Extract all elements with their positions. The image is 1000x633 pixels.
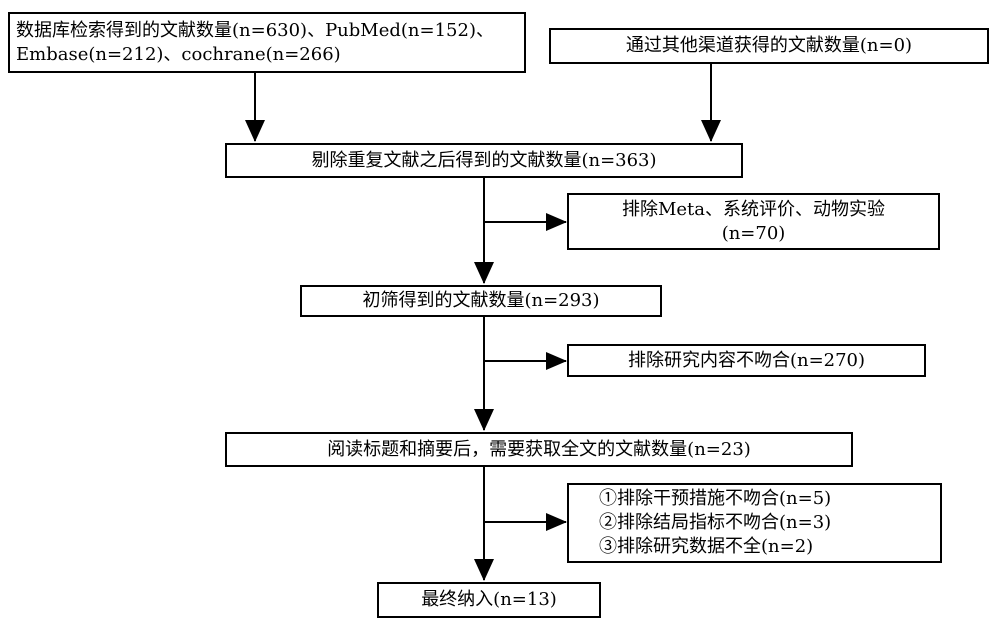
after-dedup-text: 剔除重复文献之后得到的文献数量(n=363) <box>311 149 657 171</box>
database-line-2: Embase(n=212)、cochrane(n=266) <box>16 43 341 65</box>
excluded-fulltext-line-3: ③排除研究数据不全(n=2) <box>599 536 814 557</box>
arrowhead-fulltext-to-final <box>474 559 494 581</box>
arrowhead-other-to-dedup <box>701 120 721 142</box>
box-other-sources: 通过其他渠道获得的文献数量(n=0) <box>549 28 989 64</box>
excluded-fulltext-line-1: ①排除干预措施不吻合(n=5) <box>599 488 832 509</box>
arrowhead-database-to-dedup <box>245 120 265 142</box>
box-database-search: 数据库检索得到的文献数量(n=630)、PubMed(n=152)、 Embas… <box>8 12 526 73</box>
box-excluded-meta: 排除Meta、系统评价、动物实验 (n=70) <box>567 193 940 250</box>
excluded-fulltext-line-2: ②排除结局指标不吻合(n=3) <box>599 512 832 533</box>
database-line-1: 数据库检索得到的文献数量(n=630)、PubMed(n=152)、 <box>16 19 494 41</box>
arrowhead-initial-to-fulltext <box>474 409 494 431</box>
arrowhead-branch-fulltext <box>546 513 567 531</box>
box-excluded-fulltext: ①排除干预措施不吻合(n=5) ②排除结局指标不吻合(n=3) ③排除研究数据不… <box>567 483 942 563</box>
full-text-text: 阅读标题和摘要后，需要获取全文的文献数量(n=23) <box>327 438 751 460</box>
box-initial-screen: 初筛得到的文献数量(n=293) <box>300 285 662 317</box>
box-full-text: 阅读标题和摘要后，需要获取全文的文献数量(n=23) <box>225 432 853 467</box>
other-sources-text: 通过其他渠道获得的文献数量(n=0) <box>625 35 913 56</box>
final-included-text: 最终纳入(n=13) <box>421 589 557 610</box>
arrowhead-branch-content <box>546 352 567 370</box>
box-excluded-content: 排除研究内容不吻合(n=270) <box>567 344 926 377</box>
box-after-dedup: 剔除重复文献之后得到的文献数量(n=363) <box>225 143 743 178</box>
arrowhead-branch-meta <box>546 213 567 231</box>
excluded-meta-line-2: (n=70) <box>721 222 786 244</box>
box-final-included: 最终纳入(n=13) <box>377 582 601 618</box>
excluded-content-text: 排除研究内容不吻合(n=270) <box>627 349 866 371</box>
excluded-meta-line-1: 排除Meta、系统评价、动物实验 <box>621 198 886 220</box>
arrowhead-dedup-to-initial <box>474 262 494 284</box>
initial-screen-text: 初筛得到的文献数量(n=293) <box>362 290 600 311</box>
